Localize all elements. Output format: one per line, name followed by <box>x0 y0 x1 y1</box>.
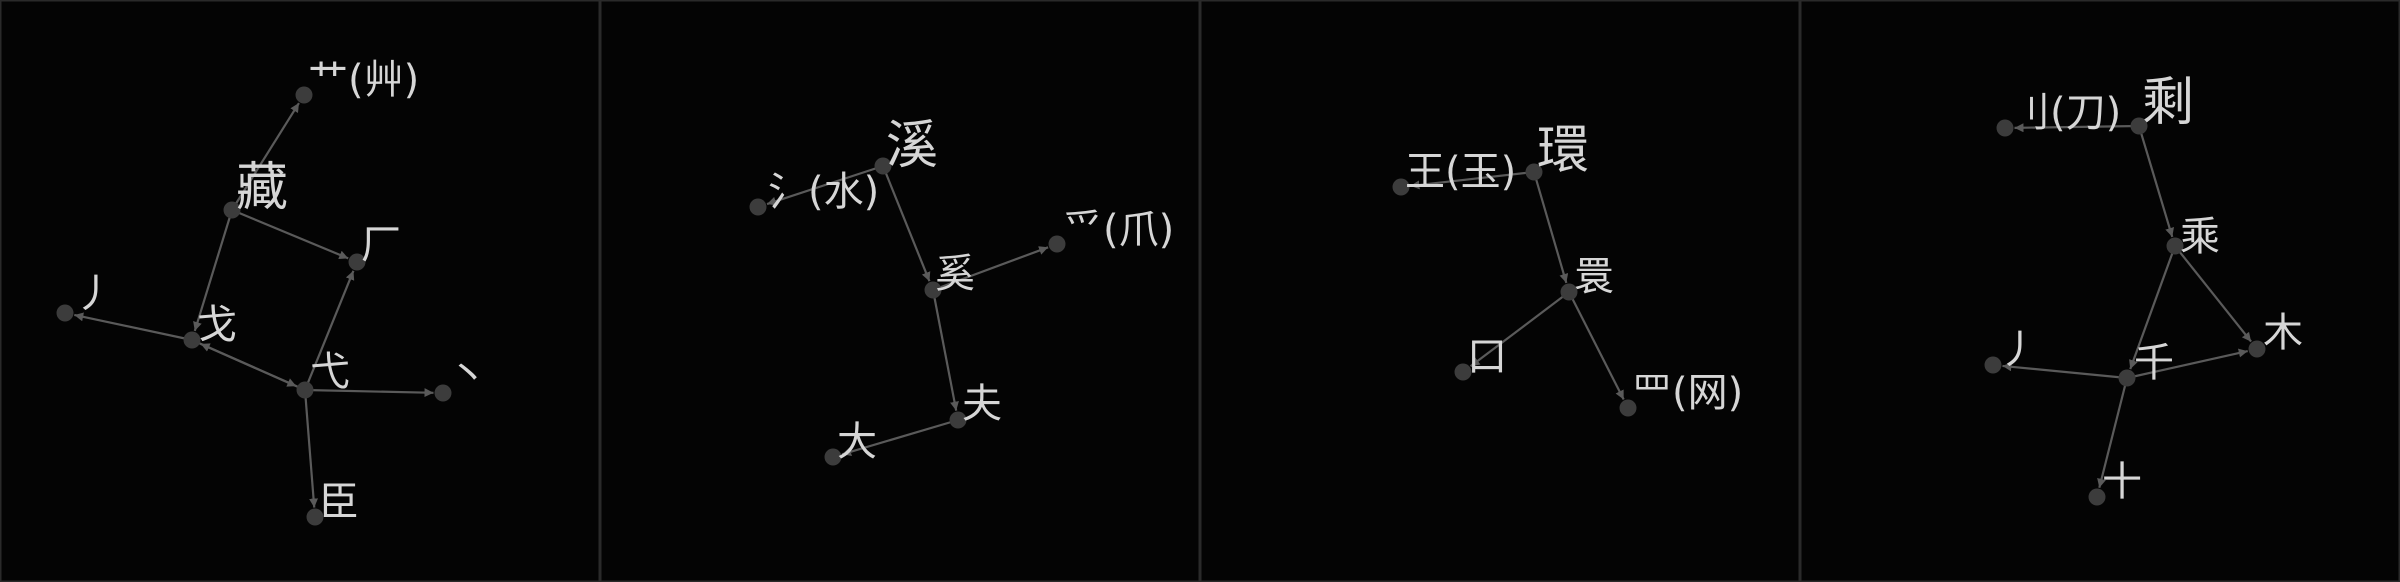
edge-yi-to-chen <box>303 389 319 508</box>
component-label: 罒(网) <box>1632 370 1743 416</box>
edge-qian-to-shi <box>2097 377 2129 489</box>
node-huan <box>1525 163 1543 181</box>
node-qian <box>2118 369 2136 387</box>
node-zang <box>223 201 241 219</box>
edge-zang-to-han <box>231 208 349 260</box>
component-label: 丶 <box>448 352 488 398</box>
component-label: 口 <box>1467 334 1507 380</box>
graph-panel-4: 刂(刀) 剩乘丿 千 木十 <box>1800 0 2400 582</box>
edge-xi2-to-zhua <box>932 246 1049 292</box>
edge-sheng-to-dao <box>2014 123 2140 133</box>
node-fu <box>949 411 967 429</box>
component-label: 夫 <box>962 381 1002 427</box>
node-dao <box>1996 119 2014 137</box>
node-xi2 <box>924 281 942 299</box>
edge-huan-to-qiong <box>1532 171 1569 284</box>
edge-zang-to-cao <box>231 102 300 211</box>
node-pie <box>1984 356 2002 374</box>
component-label: 臣 <box>319 479 359 525</box>
panel-frame <box>1200 0 1800 582</box>
edge-qian-to-mu <box>2126 348 2248 380</box>
component-label: 刂(刀) <box>2010 90 2121 136</box>
component-label: 十 <box>2102 459 2142 505</box>
edge-qian-to-pie <box>2002 362 2128 380</box>
node-sheng <box>2130 117 2148 135</box>
edge-yi-to-ge <box>200 342 306 392</box>
node-zhua <box>1048 235 1066 253</box>
edge-xi2-to-fu <box>931 289 959 411</box>
edge-qiong-to-wangnet <box>1568 291 1625 401</box>
node-da <box>824 448 842 466</box>
root-character-label: 環 <box>1537 121 1589 181</box>
node-kou <box>1454 363 1472 381</box>
component-label: 弋 <box>310 349 350 395</box>
edge-cheng-to-qian <box>2129 245 2177 370</box>
component-label: 艹(艸) <box>308 57 419 103</box>
root-character-label: 藏 <box>236 158 288 218</box>
component-label: 木 <box>2263 310 2303 356</box>
edge-yi-to-dian <box>304 388 434 398</box>
node-cheng <box>2166 237 2184 255</box>
root-character-label: 剩 <box>2142 73 2194 133</box>
node-wangnet <box>1619 399 1637 417</box>
node-chen <box>306 508 324 526</box>
edge-qiong-to-kou <box>1469 291 1570 368</box>
component-label: 戈 <box>197 302 237 348</box>
graph-panel-2: 氵(水)溪爫(爪) 奚夫大 <box>600 0 1200 582</box>
node-wang <box>1392 178 1410 196</box>
node-cao <box>295 86 313 104</box>
edge-cheng-to-mu <box>2174 245 2252 343</box>
node-xi <box>874 157 892 175</box>
node-pie <box>56 304 74 322</box>
component-label: 王(玉) <box>1405 149 1516 195</box>
panel-frame <box>600 0 1200 582</box>
edge-fu-to-da <box>841 418 959 457</box>
component-label: 爫(爪) <box>1063 207 1174 253</box>
edge-huan-to-wang <box>1410 170 1535 190</box>
edge-xi-to-shui <box>766 164 884 206</box>
root-character-label: 溪 <box>886 116 938 176</box>
component-label: 丿 <box>1998 327 2038 373</box>
node-han <box>348 253 366 271</box>
component-label: 丿 <box>74 271 114 317</box>
node-dian <box>434 384 452 402</box>
node-yi <box>296 381 314 399</box>
node-shi <box>2088 488 2106 506</box>
edge-ge-to-pie <box>74 312 193 342</box>
component-label: 奚 <box>935 251 975 297</box>
node-qiong <box>1560 283 1578 301</box>
component-label: 氵(水) <box>768 169 879 215</box>
node-ge <box>183 331 201 349</box>
edge-zang-to-ge <box>193 209 234 332</box>
component-label: 千 <box>2134 340 2174 386</box>
component-label: 厂 <box>361 222 401 268</box>
node-mu <box>2248 340 2266 358</box>
component-label: 乘 <box>2180 214 2220 260</box>
edge-xi-to-xi2 <box>881 165 931 282</box>
edge-yi-to-han <box>303 270 355 391</box>
component-label: 睘 <box>1574 254 1614 300</box>
component-label: 大 <box>837 419 877 465</box>
edge-sheng-to-cheng <box>2137 125 2174 238</box>
node-shui <box>749 198 767 216</box>
